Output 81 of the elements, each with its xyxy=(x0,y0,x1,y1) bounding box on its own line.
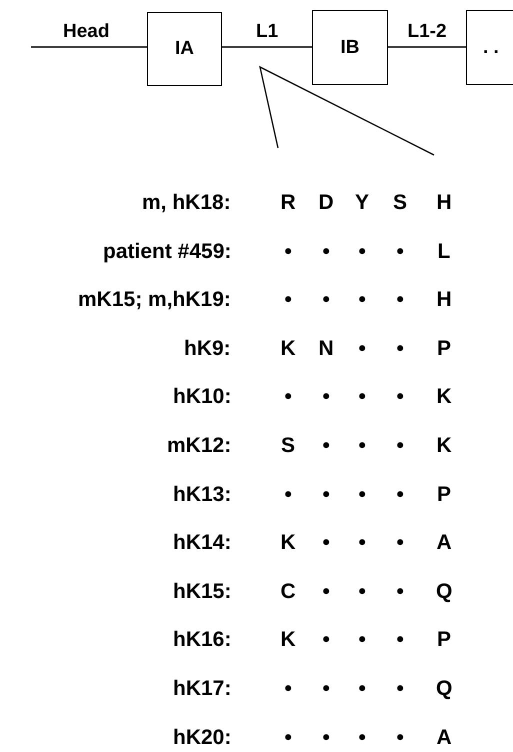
sequence-name: mK15; m,hK19: xyxy=(78,289,231,312)
residue-cell: L xyxy=(438,240,450,263)
residue-cell: • xyxy=(322,386,330,408)
residue-cell: K xyxy=(280,629,296,652)
residue-cell: • xyxy=(322,629,330,652)
residue-cell: • xyxy=(358,629,366,652)
residue-cell: • xyxy=(396,484,404,506)
residue-cell: S xyxy=(281,435,296,457)
residue-cell: C xyxy=(280,580,296,603)
sequence-name: hK17: xyxy=(173,678,232,700)
residue-cell: • xyxy=(322,532,330,554)
residue-cell: N xyxy=(318,338,334,360)
sequence-name: patient #459: xyxy=(103,240,232,263)
residue-cell: • xyxy=(358,386,366,408)
residue-cell: • xyxy=(396,678,404,700)
residue-cell: K xyxy=(280,338,296,360)
residue-cell: • xyxy=(284,726,292,749)
residue-cell: • xyxy=(396,338,404,360)
residue-cell: D xyxy=(318,192,334,214)
residue-cell: • xyxy=(322,289,330,312)
sequence-name: hK15: xyxy=(173,580,232,603)
connector-line xyxy=(31,46,147,48)
domain-box: IB xyxy=(312,10,388,85)
sequence-name: hK9: xyxy=(184,338,231,360)
residue-cell: A xyxy=(436,726,452,749)
residue-cell: • xyxy=(322,435,330,457)
residue-cell: • xyxy=(322,484,330,506)
residue-cell: • xyxy=(358,484,366,506)
residue-cell: • xyxy=(322,580,330,603)
residue-cell: • xyxy=(284,289,292,312)
residue-cell: • xyxy=(322,678,330,700)
residue-cell: Y xyxy=(355,192,370,214)
sequence-name: hK20: xyxy=(173,726,232,749)
sequence-name: hK16: xyxy=(173,629,232,652)
residue-cell: • xyxy=(284,240,292,263)
residue-cell: • xyxy=(396,386,404,408)
residue-cell: • xyxy=(358,580,366,603)
sequence-name: hK14: xyxy=(173,532,232,554)
residue-cell: • xyxy=(358,435,366,457)
edge-label: L1 xyxy=(256,21,278,43)
residue-cell: • xyxy=(358,532,366,554)
residue-cell: • xyxy=(396,240,404,263)
residue-cell: • xyxy=(284,678,292,700)
residue-cell: Q xyxy=(436,678,452,700)
connector-line xyxy=(388,46,466,48)
sequence-name: hK10: xyxy=(173,386,232,408)
residue-cell: P xyxy=(437,629,452,652)
residue-cell: • xyxy=(358,678,366,700)
sequence-name: hK13: xyxy=(173,484,232,506)
sequence-name: m, hK18: xyxy=(142,192,231,214)
residue-cell: H xyxy=(436,192,452,214)
residue-cell: • xyxy=(396,532,404,554)
residue-cell: K xyxy=(436,386,452,408)
residue-cell: • xyxy=(396,289,404,312)
sequence-name: mK12: xyxy=(167,435,232,457)
residue-cell: • xyxy=(322,240,330,263)
residue-cell: K xyxy=(436,435,452,457)
residue-cell: • xyxy=(396,726,404,749)
residue-cell: • xyxy=(284,386,292,408)
residue-cell: A xyxy=(436,532,452,554)
residue-cell: • xyxy=(284,484,292,506)
residue-cell: • xyxy=(322,726,330,749)
residue-cell: K xyxy=(280,532,296,554)
residue-cell: • xyxy=(358,726,366,749)
residue-cell: • xyxy=(396,629,404,652)
residue-cell: P xyxy=(437,484,452,506)
residue-cell: R xyxy=(280,192,296,214)
residue-cell: H xyxy=(436,289,452,312)
residue-cell: • xyxy=(396,435,404,457)
residue-cell: • xyxy=(358,240,366,263)
connector-line xyxy=(222,46,312,48)
residue-cell: Q xyxy=(436,580,452,603)
residue-cell: S xyxy=(393,192,408,214)
edge-label: L1-2 xyxy=(408,21,447,43)
domain-box: . . xyxy=(466,10,513,85)
domain-box: IA xyxy=(147,12,222,86)
residue-cell: P xyxy=(437,338,452,360)
residue-cell: • xyxy=(358,289,366,312)
edge-label: Head xyxy=(63,21,110,43)
residue-cell: • xyxy=(358,338,366,360)
residue-cell: • xyxy=(396,580,404,603)
